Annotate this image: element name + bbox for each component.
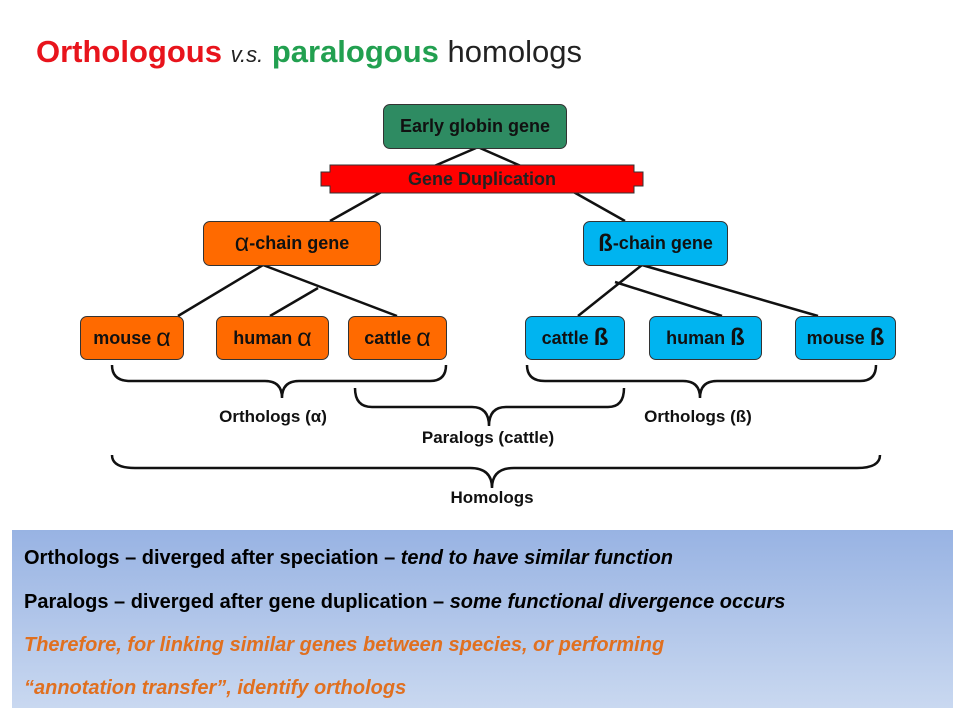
label-orthologs-alpha: Orthologs (α): [219, 407, 327, 426]
brace-paralogs: [353, 387, 626, 427]
node-beta-chain-gene: ß-chain gene: [583, 221, 728, 266]
brace-orthologs-alpha: [110, 364, 448, 399]
gene-duplication-label: Gene Duplication: [407, 169, 557, 189]
node-label: Early globin gene: [399, 116, 551, 136]
node-early-globin-gene: Early globin gene: [383, 104, 567, 149]
alpha-symbol: α: [234, 229, 250, 257]
node-alpha-chain-gene: α-chain gene: [203, 221, 381, 266]
brace-homologs: [110, 454, 882, 489]
note-italic: tend to have similar function: [400, 547, 674, 569]
alpha-symbol: α: [156, 323, 171, 352]
summary-box: Orthologs – diverged after speciation – …: [12, 530, 953, 708]
node-label: -chain gene: [249, 233, 350, 253]
node-label: human: [233, 327, 293, 348]
label-paralogs-cattle: Paralogs (cattle): [421, 428, 555, 447]
note-annotation-transfer: “annotation transfer”, identify ortholog…: [24, 677, 407, 699]
node-human-beta: human ß: [649, 316, 762, 360]
note-therefore: Therefore, for linking similar genes bet…: [24, 634, 665, 656]
node-label: mouse: [806, 327, 865, 348]
title-vs: v.s.: [230, 42, 264, 67]
beta-symbol: ß: [869, 324, 885, 351]
title-homologs: homologs: [447, 34, 582, 69]
note-italic: some functional divergence occurs: [449, 591, 786, 613]
label-homologs: Homologs: [450, 488, 534, 507]
beta-symbol: ß: [593, 324, 609, 351]
gene-duplication-banner: [320, 164, 644, 194]
node-cattle-beta: cattle ß: [525, 316, 625, 360]
node-label: cattle: [541, 327, 589, 348]
alpha-symbol: α: [297, 323, 312, 352]
title-orthologous: Orthologous: [36, 34, 222, 69]
node-label: mouse: [93, 327, 152, 348]
node-label: human: [666, 327, 726, 348]
title-paralogous: paralogous: [271, 34, 439, 69]
beta-symbol: ß: [598, 229, 613, 257]
note-paralogs: Paralogs – diverged after gene duplicati…: [24, 591, 785, 614]
label-orthologs-beta: Orthologs (ß): [644, 407, 752, 426]
brace-orthologs-beta: [525, 364, 878, 399]
node-label: cattle: [364, 327, 412, 348]
alpha-symbol: α: [416, 323, 431, 352]
note-text: Orthologs – diverged after speciation –: [24, 547, 401, 569]
note-text: Paralogs – diverged after gene duplicati…: [24, 591, 450, 613]
node-label: -chain gene: [612, 233, 713, 253]
note-orthologs: Orthologs – diverged after speciation – …: [24, 547, 673, 570]
node-mouse-beta: mouse ß: [795, 316, 896, 360]
beta-symbol: ß: [730, 324, 745, 351]
slide-title: Orthologous v.s. paralogous homologs: [36, 34, 582, 70]
